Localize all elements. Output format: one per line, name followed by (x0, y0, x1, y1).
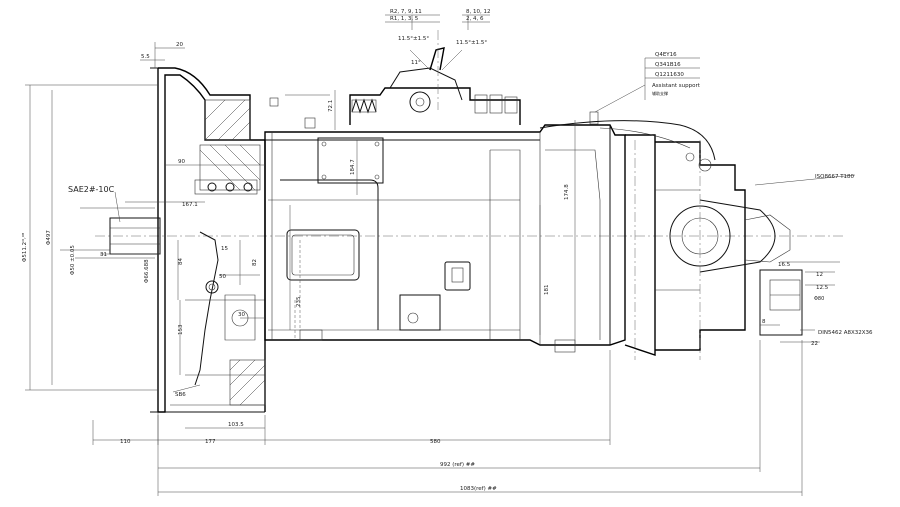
bolt-hole-2 (225, 182, 235, 192)
dimensions-misc (165, 90, 840, 375)
dim-992: 992 (ref) ## (440, 462, 475, 468)
dim-580: 580 (430, 439, 441, 445)
dim-dia-80: Φ80 (814, 296, 824, 302)
dim-20: 20 (176, 42, 183, 48)
main-housing (264, 124, 626, 353)
angle-right-label: 11.5°±1.5° (456, 40, 487, 46)
dim-235: 235 (296, 296, 302, 307)
dim-72-1: 72.1 (328, 100, 334, 112)
dim-174-8: 174.8 (564, 184, 570, 200)
din-label: DIN5462 A8X32X36 (818, 330, 873, 336)
iso-label: ISO8667 T180 (815, 174, 855, 180)
dim-dia-66: Φ66.688 (144, 259, 150, 283)
release-fork (194, 231, 219, 386)
dim-31: 31 (100, 252, 107, 258)
fork-pivot (205, 280, 219, 294)
dimensions-bottom (92, 340, 803, 496)
dim-16-5: 16.5 (778, 262, 791, 268)
bolt-q4-label: Q4EY16 (655, 52, 677, 58)
dim-8: 8 (762, 319, 766, 325)
assist-support-cn-label: 辅助支撑 (652, 90, 668, 96)
gears-top-label: R2, 7, 9, 11 (390, 9, 422, 15)
dim-dia-497: Φ497 (46, 230, 52, 245)
hatch-section-mid (199, 144, 261, 191)
dimension-labels: 20 5.5 72.1 184.7 90 167.1 31 15 84 82 5… (21, 42, 829, 492)
shift-tower (269, 30, 599, 129)
gears-right-top-label: 8, 10, 12 (466, 9, 491, 15)
dim-103-5: 103.5 (228, 422, 244, 428)
dim-90: 90 (178, 159, 185, 165)
leader-lines (114, 14, 856, 393)
angle-center-label: 11° (411, 60, 421, 66)
hatch-section-lower (229, 359, 266, 406)
assist-support-label: Assistant support (652, 83, 701, 89)
bolt-hole-3 (243, 182, 253, 192)
dim-84: 84 (178, 258, 184, 265)
dim-dia-50: Φ50 ±0.05 (70, 245, 76, 275)
dim-12-5: 12.5 (816, 285, 829, 291)
bolt-q2-label: Q1211630 (655, 72, 684, 78)
sb6-label: SB6 (175, 392, 186, 398)
shift-lever (429, 47, 445, 71)
dim-dia-511: Φ511.2ⁱ⁰⸴⁰⁸ (21, 232, 28, 262)
drain-plug (444, 261, 471, 291)
access-cover (286, 229, 360, 281)
dim-1083: 1083(ref) ## (460, 486, 497, 492)
hatch-section-top (204, 99, 251, 141)
dim-30: 30 (238, 312, 245, 318)
dim-82: 82 (252, 259, 258, 266)
shift-labels: R2, 7, 9, 11 R1, 1, 3, 5 8, 10, 12 2, 4,… (390, 9, 491, 66)
rear-cover (539, 120, 803, 360)
dim-22: 22 (811, 341, 818, 347)
pto-flange (759, 269, 803, 336)
gears-right-bottom-label: 2, 4, 6 (466, 16, 484, 22)
top-cover (317, 137, 384, 184)
dim-15: 15 (221, 246, 228, 252)
sae-label: SAE2#-10C (68, 185, 115, 194)
dimensions-left (25, 42, 205, 391)
callout-labels: Q4EY16 Q341B16 Q1211630 Assistant suppor… (68, 52, 873, 398)
gears-top2-label: R1, 1, 3, 5 (390, 16, 419, 22)
dim-167-1: 167.1 (182, 202, 198, 208)
bell-housing (109, 67, 266, 413)
spring (351, 98, 377, 114)
dim-110: 110 (120, 439, 131, 445)
bolt-q3-label: Q341B16 (655, 62, 681, 68)
air-hose (539, 120, 716, 161)
dim-12: 12 (816, 272, 823, 278)
dim-184-7: 184.7 (350, 159, 356, 175)
housing-lug (399, 294, 441, 331)
bolt-hole-1 (207, 182, 217, 192)
dim-5-5: 5.5 (141, 54, 150, 60)
dim-177: 177 (205, 439, 216, 445)
dim-50: 50 (219, 274, 226, 280)
shift-pivot (409, 91, 431, 113)
dim-181: 181 (544, 285, 550, 296)
dim-153: 153 (178, 324, 184, 335)
angle-left-label: 11.5°±1.5° (398, 36, 429, 42)
